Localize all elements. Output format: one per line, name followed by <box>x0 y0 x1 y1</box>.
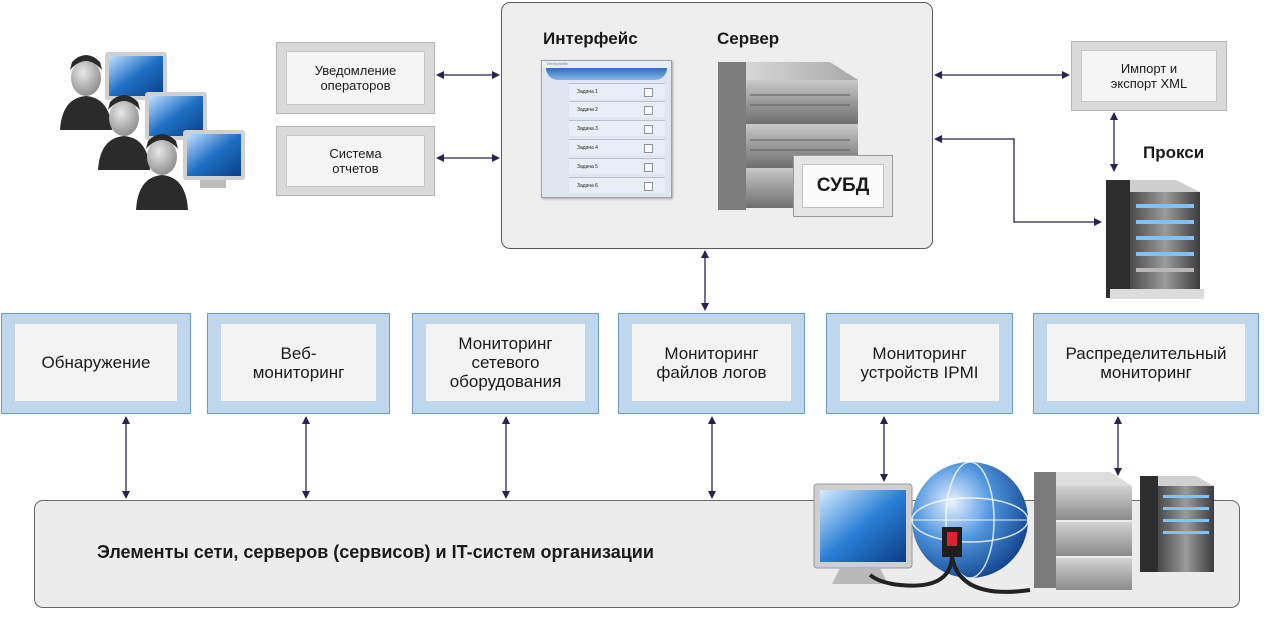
task-row: Задача 5 <box>569 158 665 174</box>
reports-line1: Система <box>329 146 382 161</box>
operators-icon <box>60 52 245 210</box>
arrow-central-proxy <box>934 135 1102 226</box>
reports-line2: отчетов <box>332 161 379 176</box>
module-web-line2: мониторинг <box>252 362 345 382</box>
checkbox-icon <box>644 125 653 134</box>
module-log-line2: файлов логов <box>656 362 767 382</box>
bottom-banner-text: Элементы сети, серверов (сервисов) и IT-… <box>97 542 654 562</box>
task-row: Задача 6 <box>569 177 665 193</box>
module-distributed-line1: Распределительный <box>1065 343 1227 363</box>
checkbox-icon <box>644 88 653 97</box>
task-row: Задача 3 <box>569 120 665 136</box>
module-web-monitoring: Веб-мониторинг <box>207 313 390 414</box>
module-ipmi-line2: устройств IPMI <box>860 362 979 382</box>
interface-heading: Интерфейс <box>543 29 638 48</box>
module-distributed-line2: мониторинг <box>1100 362 1192 382</box>
notify-line2: операторов <box>320 78 391 93</box>
task-label: Задача 6 <box>577 182 598 189</box>
task-label: Задача 1 <box>577 88 598 95</box>
module-discovery-line1: Обнаружение <box>41 353 151 372</box>
checkbox-icon <box>644 182 653 191</box>
task-label: Задача 4 <box>577 144 598 151</box>
checkbox-icon <box>644 144 653 153</box>
window-header-band <box>546 68 667 80</box>
module-log-line1: Мониторинг <box>664 343 759 363</box>
window-titlebar: Интерфейс <box>542 61 671 68</box>
import-line1: Импорт и <box>1120 61 1178 76</box>
task-label: Задача 5 <box>577 163 598 170</box>
module-network-line1: Мониторинг <box>458 334 553 353</box>
import-line2: экспорт XML <box>1110 76 1188 91</box>
module-ipmi-line1: Мониторинг <box>872 343 967 363</box>
module-discovery: Обнаружение <box>1 313 191 414</box>
module-web-line1: Веб- <box>280 343 317 363</box>
task-label: Задача 3 <box>577 125 598 132</box>
proxy-label: Прокси <box>1143 143 1205 162</box>
task-row: Задача 4 <box>569 139 665 155</box>
notify-line1: Уведомление <box>314 63 397 78</box>
dbms-label: СУБД <box>802 164 884 208</box>
checkbox-icon <box>644 163 653 172</box>
task-label: Задача 2 <box>577 106 598 113</box>
module-network-line2: сетевого <box>471 353 540 372</box>
dbms-box: СУБД <box>793 155 893 217</box>
task-row: Задача 2 <box>569 101 665 117</box>
task-row: Задача 1 <box>569 83 665 99</box>
module-network-line3: оборудования <box>449 372 562 391</box>
checkbox-icon <box>644 106 653 115</box>
server-heading: Сервер <box>717 29 780 48</box>
